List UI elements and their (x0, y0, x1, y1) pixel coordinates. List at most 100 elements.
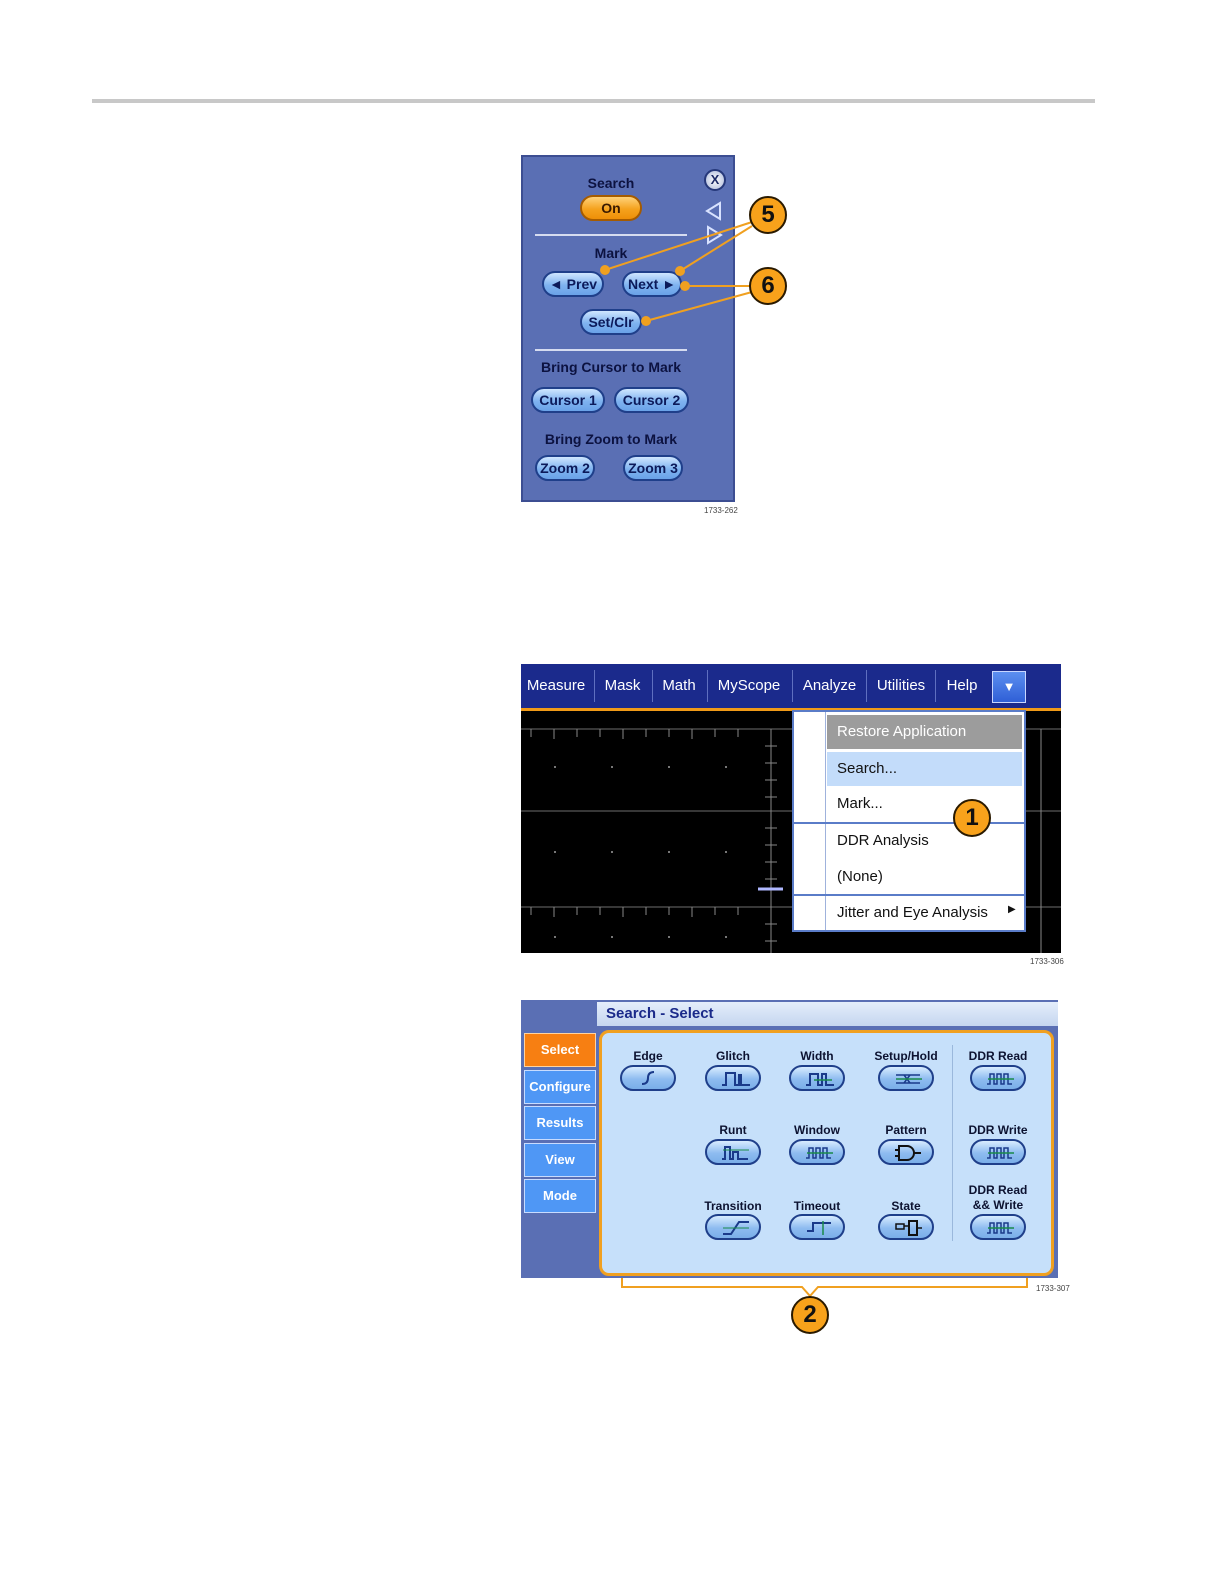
bring-cursor-title: Bring Cursor to Mark (540, 359, 681, 375)
menu-dropdown-icon[interactable]: ▼ (992, 671, 1026, 703)
edge-label: Edge (633, 1049, 663, 1063)
ddr-read-button[interactable] (970, 1065, 1026, 1091)
figure-id: 1733-306 (1030, 957, 1064, 966)
menu-ddr-analysis[interactable]: DDR Analysis (837, 832, 929, 849)
state-label: State (891, 1199, 921, 1213)
transition-button[interactable] (705, 1214, 761, 1240)
zoom3-button[interactable]: Zoom 3 (623, 455, 683, 481)
menu-restore-application[interactable]: Restore Application (827, 715, 1022, 749)
ddr-write-icon (987, 1147, 1014, 1159)
menu-gutter (794, 712, 826, 930)
search-type-area: Edge Glitch Width Setup/Hold DDR Read Ru… (599, 1030, 1054, 1276)
tab-results[interactable]: Results (524, 1106, 596, 1140)
edge-icon (641, 1071, 655, 1085)
search-on-button[interactable]: On (580, 195, 642, 221)
pattern-label: Pattern (885, 1123, 927, 1137)
page-top-rule (92, 99, 1095, 103)
menu-analyze[interactable]: Analyze (802, 677, 857, 694)
ddr-read-label: DDR Read (968, 1049, 1028, 1063)
menu-math[interactable]: Math (662, 677, 696, 694)
menu-myscope[interactable]: MyScope (717, 677, 781, 694)
glitch-label: Glitch (715, 1049, 750, 1063)
mark-title: Mark (594, 245, 628, 261)
bring-zoom-title: Bring Zoom to Mark (544, 431, 678, 447)
ddr-read-write-icon (987, 1222, 1014, 1234)
figure-id: 1733-262 (704, 506, 738, 515)
menu-separator (935, 670, 936, 702)
cursor2-button[interactable]: Cursor 2 (614, 387, 689, 413)
menu-separator (707, 670, 708, 702)
menu-help[interactable]: Help (946, 677, 978, 694)
search-select-panel: Search - Select Select Configure Results… (521, 1000, 1058, 1278)
cursor1-button[interactable]: Cursor 1 (531, 387, 605, 413)
figure-id: 1733-307 (1036, 1284, 1070, 1293)
width-icon (806, 1073, 834, 1086)
ddr-read-write-button[interactable] (970, 1214, 1026, 1240)
search-title: Search (587, 175, 635, 191)
ddr-write-button[interactable] (970, 1139, 1026, 1165)
callout-6: 6 (749, 267, 787, 305)
runt-label: Runt (719, 1123, 747, 1137)
callout-2: 2 (791, 1296, 829, 1334)
menu-separator (594, 670, 595, 702)
menu-separator (792, 670, 793, 702)
transition-label: Transition (704, 1199, 762, 1213)
timeout-label: Timeout (793, 1199, 841, 1213)
ddr-read-write-label-line1: DDR Read (968, 1183, 1028, 1197)
search-mark-panel: Search On X Mark ◄ Prev Next ► Set/Clr B… (521, 155, 735, 502)
menu-separator (652, 670, 653, 702)
window-icon (806, 1147, 833, 1159)
edge-button[interactable] (620, 1065, 676, 1091)
window-label: Window (794, 1123, 840, 1137)
callout-1: 1 (953, 799, 991, 837)
dropdown-menu: Restore Application Search... Mark... DD… (792, 710, 1026, 932)
triangle-right-icon[interactable] (704, 225, 724, 245)
setup-hold-icon (896, 1074, 922, 1084)
menu-jitter-eye-analysis[interactable]: Jitter and Eye Analysis (837, 904, 988, 921)
transition-icon (723, 1221, 749, 1235)
tab-configure[interactable]: Configure (524, 1070, 596, 1104)
triangle-left-icon[interactable] (704, 201, 724, 221)
window-button[interactable] (789, 1139, 845, 1165)
menu-bar: Measure Mask Math MyScope Analyze Utilit… (521, 664, 1061, 708)
prev-mark-button[interactable]: ◄ Prev (542, 271, 604, 297)
tab-select[interactable]: Select (524, 1033, 596, 1067)
tab-mode[interactable]: Mode (524, 1179, 596, 1213)
callout-5: 5 (749, 196, 787, 234)
menu-underline (521, 708, 1061, 711)
zoom2-button[interactable]: Zoom 2 (535, 455, 595, 481)
set-clear-mark-button[interactable]: Set/Clr (580, 309, 642, 335)
divider (535, 349, 687, 351)
ddr-write-label: DDR Write (968, 1123, 1028, 1137)
menu-none[interactable]: (None) (837, 868, 883, 885)
timeout-icon (807, 1221, 831, 1235)
flipflop-icon (895, 1220, 922, 1236)
search-select-header: Search - Select (597, 1002, 1058, 1026)
ddr-read-write-label-line2: && Write (972, 1198, 1024, 1212)
width-button[interactable] (789, 1065, 845, 1091)
runt-button[interactable] (705, 1139, 761, 1165)
submenu-arrow-icon: ▶ (1008, 904, 1016, 915)
glitch-button[interactable] (705, 1065, 761, 1091)
column-divider (952, 1045, 953, 1241)
menu-mask[interactable]: Mask (604, 677, 641, 694)
timeout-button[interactable] (789, 1214, 845, 1240)
and-gate-icon (895, 1145, 921, 1161)
tab-view[interactable]: View (524, 1143, 596, 1177)
pattern-button[interactable] (878, 1139, 934, 1165)
divider (535, 234, 687, 236)
glitch-icon (722, 1072, 750, 1086)
runt-icon (722, 1146, 749, 1160)
next-mark-button[interactable]: Next ► (622, 271, 682, 297)
width-label: Width (800, 1049, 834, 1063)
close-icon[interactable]: X (704, 169, 726, 191)
setup-hold-label: Setup/Hold (874, 1049, 938, 1063)
menu-search[interactable]: Search... (827, 752, 1022, 786)
menu-utilities[interactable]: Utilities (876, 677, 926, 694)
setup-hold-button[interactable] (878, 1065, 934, 1091)
menu-mark[interactable]: Mark... (837, 795, 883, 812)
menu-measure[interactable]: Measure (526, 677, 586, 694)
menu-separator (794, 822, 1024, 824)
menu-separator (794, 894, 1024, 896)
state-button[interactable] (878, 1214, 934, 1240)
